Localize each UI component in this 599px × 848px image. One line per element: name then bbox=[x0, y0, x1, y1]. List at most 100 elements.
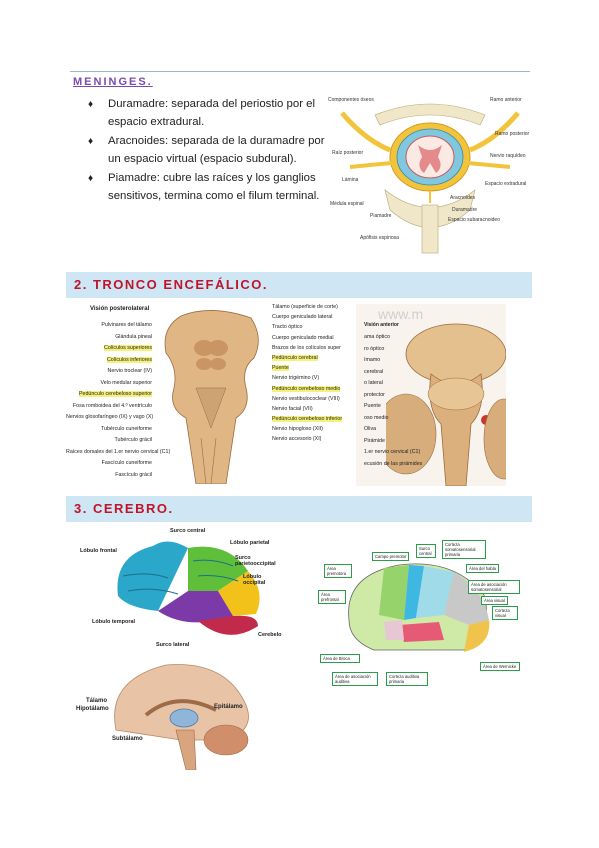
figure-label: Colículos inferiores bbox=[66, 356, 152, 369]
section-title-tronco: 2. TRONCO ENCEFÁLICO. bbox=[74, 277, 269, 292]
brainstem-anterior-illustration bbox=[386, 323, 506, 486]
figure-label-text: ama óptico bbox=[364, 334, 390, 340]
label-hipotalamo: Hipotálamo bbox=[76, 706, 109, 712]
figure-label: Fascículo grácil bbox=[66, 472, 152, 484]
area-visual: Área visual bbox=[481, 596, 508, 605]
label-raiz-posterior: Raíz posterior bbox=[332, 150, 364, 156]
brain-lateral-figure: Surco central Lóbulo parietal Lóbulo fro… bbox=[80, 528, 300, 652]
figure-label: protector bbox=[364, 392, 434, 404]
label-aracnoides: Aracnoides bbox=[450, 195, 476, 201]
figure-label: Glándula pineal bbox=[66, 334, 152, 346]
figure-label-text: Cuerpo geniculado medial bbox=[272, 334, 334, 341]
figure-label-text: ro óptico bbox=[364, 345, 385, 352]
figure-label: Tubérculo grácil bbox=[66, 437, 153, 449]
spinal-cord-illustration bbox=[340, 103, 520, 254]
label-subtalamo: Subtálamo bbox=[112, 736, 143, 742]
diamond-bullet-icon: ♦ bbox=[88, 99, 94, 110]
figure-label: Puente bbox=[272, 365, 352, 375]
figure-heading-anterior: Visión anterior bbox=[364, 322, 399, 328]
section-bar-tronco: 2. TRONCO ENCEFÁLICO. bbox=[66, 272, 532, 298]
figure-label: ímamo bbox=[364, 357, 434, 369]
label-epitalamo: Epitálamo bbox=[214, 704, 243, 710]
figure-label: Cuerpo geniculado medial bbox=[272, 335, 352, 345]
figure-label-text: Pedúnculo cerebral bbox=[272, 354, 318, 361]
label-surco-parietooccipital: Surco parietooccipital bbox=[235, 555, 276, 567]
figure-label: ama óptico bbox=[364, 334, 434, 346]
brainstem-anterior-figure: Visión anterior www.m ama óptico ro óptic… bbox=[356, 304, 506, 486]
area-asociacion-auditiva: Área de asociación auditiva bbox=[332, 672, 378, 686]
top-divider bbox=[70, 71, 530, 72]
right-label-column: Tálamo (superficie de corte)Cuerpo genic… bbox=[272, 304, 352, 447]
figure-label: Brazos de los colículos super bbox=[272, 345, 352, 355]
figure-label: Cuerpo geniculado lateral bbox=[272, 314, 352, 324]
area-campo-premotor: Campo premotor bbox=[372, 552, 410, 561]
label-surco-central: Surco central bbox=[170, 528, 206, 534]
figure-label-text: Nervio troclear (IV) bbox=[107, 368, 152, 374]
figure-label-text: Nervio accesorio (XI) bbox=[272, 436, 322, 443]
figure-label: Fosa romboidea del 4.º ventrículo bbox=[66, 403, 152, 415]
label-ramo-anterior: Ramo anterior bbox=[490, 97, 522, 103]
figure-label-text: Glándula pineal bbox=[115, 333, 152, 340]
figure-label-text: Nervio vestibulococlear (VIII) bbox=[272, 395, 340, 402]
figure-label: Tubérculo cuneiforme bbox=[66, 426, 152, 438]
label-lamina: Lámina bbox=[342, 177, 359, 183]
meninges-list: ♦Duramadre: separada del periostio por e… bbox=[86, 96, 326, 208]
area-corteza-somatosensorial: Corteza somatosensorial primaria bbox=[442, 540, 486, 559]
label-cerebelo: Cerebelo bbox=[258, 632, 282, 638]
figure-label: Nervio facial (VII) bbox=[272, 406, 352, 416]
figure-label-text: Velo medular superior bbox=[100, 379, 152, 386]
section-title-cerebro: 3. CEREBRO. bbox=[74, 501, 174, 516]
label-lobulo-temporal: Lóbulo temporal bbox=[92, 619, 136, 625]
brain-sagittal-illustration bbox=[114, 664, 249, 770]
label-espacio-subaracnoideo: Espacio subaracnoideo bbox=[448, 217, 500, 223]
label-lobulo-occipital: Lóbulo occipital bbox=[243, 574, 266, 586]
brain-sagittal-figure: Tálamo Hipotálamo Epitálamo Subtálamo bbox=[76, 660, 256, 770]
figure-label-text: Oliva bbox=[364, 426, 377, 432]
figure-label-text: oso medio bbox=[364, 414, 389, 421]
figure-heading-posterolateral: Visión posterolateral bbox=[90, 306, 150, 312]
list-item: ♦Aracnoides: separada de la duramadre po… bbox=[88, 135, 325, 165]
figure-label: ro óptico bbox=[364, 346, 434, 358]
figure-label-text: 1.er nervio cervical (C1) bbox=[364, 449, 421, 455]
figure-label: cerebral bbox=[364, 369, 434, 381]
figure-label: Tálamo (superficie de corte) bbox=[272, 304, 352, 314]
figure-label: Pedúnculo cerebeloso superior bbox=[66, 391, 152, 403]
area-prefrontal: Área prefrontal bbox=[318, 590, 346, 604]
label-ramo-posterior: Ramo posterior bbox=[495, 131, 530, 137]
figure-label: Nervio trigémino (V) bbox=[272, 375, 352, 385]
list-item: ♦Piamadre: cubre las raíces y los gangli… bbox=[88, 172, 320, 202]
figure-label: Fascículo cuneiforme bbox=[66, 460, 152, 472]
label-piamadre: Piamadre bbox=[370, 213, 392, 219]
figure-label: o lateral bbox=[364, 380, 434, 392]
figure-label-text: protector bbox=[364, 391, 385, 398]
label-nervio-raquideo: Nervio raquídeo bbox=[490, 153, 526, 159]
figure-label: ecusión de las pirámides bbox=[364, 461, 434, 473]
diamond-bullet-icon: ♦ bbox=[88, 173, 94, 185]
area-corteza-auditiva: Corteza auditiva primaria bbox=[386, 672, 428, 686]
figure-label-text: cerebral bbox=[364, 368, 384, 375]
figure-label: Nervios glosofaríngeo (IX) y vago (X) bbox=[66, 414, 153, 426]
brainstem-illustration bbox=[164, 310, 259, 484]
figure-label-text: Raíces dorsales del 1.er nervio cervical… bbox=[66, 448, 171, 455]
area-broca: Área de Broca bbox=[320, 654, 360, 663]
brainstem-posterolateral-figure: Visión posterolateral Pulvinares del tál… bbox=[66, 304, 348, 486]
figure-label: Pedúnculo cerebeloso medio bbox=[272, 385, 352, 396]
label-apofisis-espinosa: Apófisis espinosa bbox=[360, 235, 399, 241]
figure-label-text: Pedúnculo cerebeloso medio bbox=[272, 385, 341, 392]
figure-label-text: Nervio hipogloso (XII) bbox=[272, 426, 323, 433]
figure-label: Pirámide bbox=[364, 438, 434, 450]
area-corteza-visual: Corteza visual bbox=[492, 606, 518, 620]
area-wernicke: Área de Wernicke bbox=[480, 662, 520, 671]
figure-label: Nervio troclear (IV) bbox=[66, 368, 152, 380]
figure-label: Nervio vestibulococlear (VIII) bbox=[272, 396, 352, 406]
watermark-text: www.m bbox=[378, 306, 424, 322]
figure-label-text: Colículos inferiores bbox=[106, 356, 152, 363]
figure-label-text: Tracto óptico bbox=[272, 324, 303, 331]
label-surco-lateral: Surco lateral bbox=[156, 642, 190, 648]
area-asociacion-somatosensorial: Área de asociación somatosensorial bbox=[468, 580, 520, 594]
area-habla: Área del habla bbox=[466, 564, 500, 573]
figure-label: Nervio hipogloso (XII) bbox=[272, 426, 352, 436]
label-medula-espinal: Médula espinal bbox=[330, 201, 364, 207]
figure-label-text: ecusión de las pirámides bbox=[364, 460, 423, 467]
